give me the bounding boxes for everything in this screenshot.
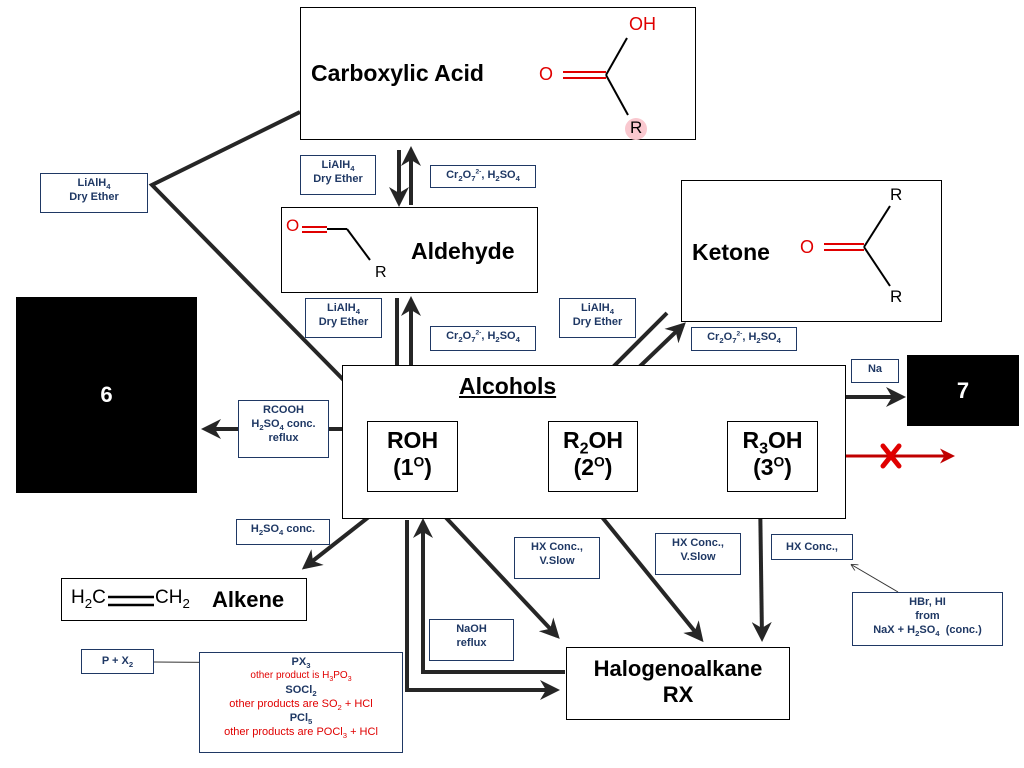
aldehyde-o-text: O	[286, 216, 300, 235]
ketone-r-bottom-text: R	[890, 287, 903, 306]
ketone-box: Ketone O R R	[681, 180, 942, 322]
primary-degree: (1O)	[393, 454, 432, 480]
reagent-hx-conc: HX Conc.,	[771, 534, 853, 560]
arrow-roh-to-rx-lower	[405, 520, 560, 700]
sodium-placeholder-box: 7	[907, 355, 1019, 426]
ester-placeholder-box: 6	[16, 297, 197, 493]
reagent-lialh4-left: LiAlH4 Dry Ether	[40, 173, 148, 213]
reagent-na: Na	[851, 359, 899, 383]
ketone-label: Ketone	[692, 239, 770, 265]
carboxylic-acid-structure	[563, 37, 647, 140]
aldehyde-r-text: R	[375, 264, 387, 281]
reagent-lialh4-mid: LiAlH4 Dry Ether	[305, 298, 382, 338]
reagent-lialh4-top: LiAlH4 Dry Ether	[300, 155, 376, 195]
primary-alcohol-box: ROH (1O)	[367, 421, 458, 492]
ketone-structure	[824, 205, 891, 287]
ketone-o-text: O	[800, 237, 815, 257]
carboxylic-acid-box: Carboxylic Acid OH O R	[300, 7, 696, 140]
acid-oh-text: OH	[629, 14, 656, 34]
reagent-dichromate-top: Cr2O72-, H2SO4	[430, 165, 536, 188]
reagent-phosphorus-box: PX3 other product is H3PO3 SOCl2 other p…	[199, 652, 403, 753]
secondary-degree: (2O)	[573, 454, 613, 480]
reagent-hbr-hi: HBr, HI from NaX + H2SO4 (conc.)	[852, 592, 1003, 646]
reagent-p-x2: P + X2	[81, 649, 154, 674]
pointer-hbr	[852, 565, 899, 593]
carboxylic-acid-label: Carboxylic Acid	[311, 60, 484, 86]
aldehyde-structure	[302, 226, 371, 261]
double-bond-icon	[108, 595, 154, 607]
acid-o-text: O	[539, 64, 554, 84]
alkene-label: Alkene	[212, 587, 285, 612]
secondary-alcohol-box: R2OH (2O)	[548, 421, 638, 492]
aldehyde-box: O R Aldehyde	[281, 207, 538, 293]
primary-formula: ROH	[386, 427, 439, 453]
aldehyde-label: Aldehyde	[411, 238, 515, 264]
reagent-hx-slow-2: HX Conc., V.Slow	[655, 533, 741, 575]
arrow-rx-to-roh	[413, 518, 565, 674]
alkene-structure: H2C	[71, 587, 106, 611]
halogenoalkane-rx-label: RX	[662, 682, 694, 707]
halogenoalkane-box: Halogenoalkane RX	[566, 647, 790, 720]
ketone-r-top-text: R	[890, 185, 903, 204]
cross-icon	[880, 443, 902, 469]
reagent-rcooh: RCOOH H2SO4 conc. reflux	[238, 400, 329, 458]
reagent-dichromate-ketone: Cr2O72-, H2SO4	[691, 327, 797, 351]
reagent-h2so4-conc: H2SO4 conc.	[236, 519, 330, 545]
arrow-acid-to-roh	[148, 110, 378, 415]
secondary-formula: R2OH	[562, 427, 624, 458]
reagent-hx-slow-1: HX Conc., V.Slow	[514, 537, 600, 579]
tertiary-degree: (3O)	[753, 454, 792, 480]
tertiary-alcohol-box: R3OH (3O)	[727, 421, 818, 492]
reagent-dichromate-mid: Cr2O72-, H2SO4	[430, 326, 536, 351]
reagent-naoh: NaOH reflux	[429, 619, 514, 661]
tertiary-formula: R3OH	[742, 427, 803, 458]
reagent-lialh4-ketone: LiAlH4 Dry Ether	[559, 298, 636, 338]
alcohols-label: Alcohols	[459, 373, 557, 399]
halogenoalkane-label: Halogenoalkane	[593, 656, 763, 681]
acid-r-text: R	[630, 118, 643, 137]
alkene-box: H2C CH2 Alkene	[61, 578, 307, 621]
alkene-structure-right: CH2	[155, 587, 190, 611]
